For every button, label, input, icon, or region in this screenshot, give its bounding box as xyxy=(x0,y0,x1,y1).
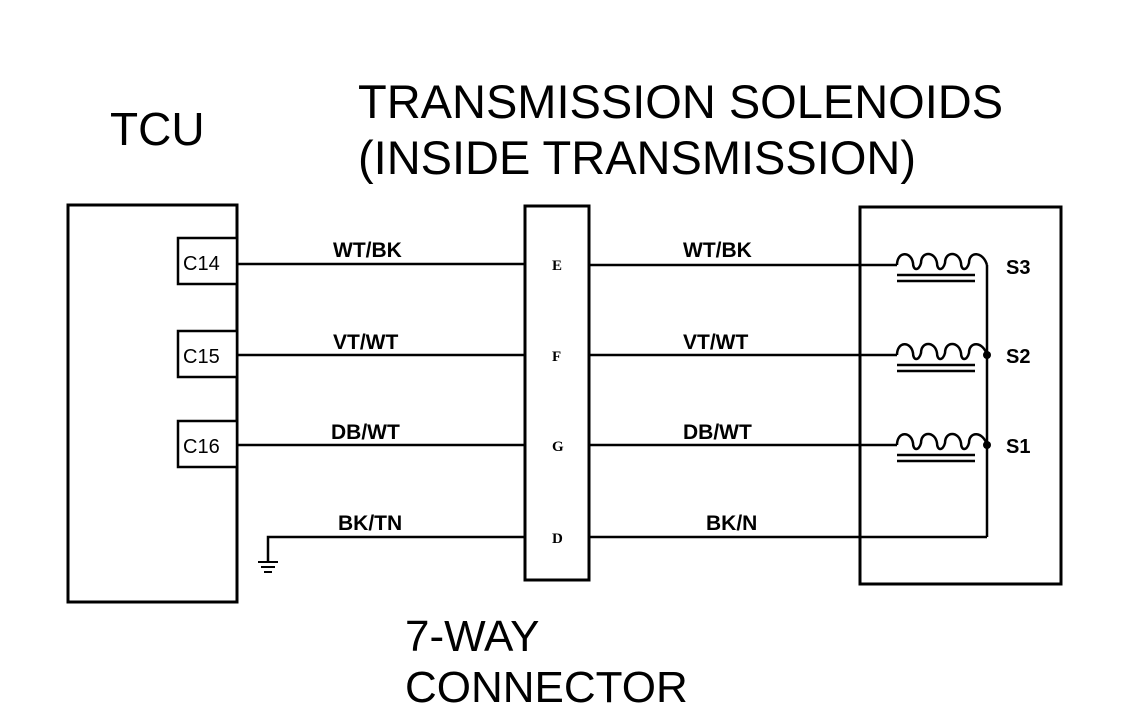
connector-pin-e: E xyxy=(552,258,562,274)
tcu-pin-c16: C16 xyxy=(176,419,239,469)
connector-box xyxy=(523,204,591,582)
wire-label-left-g: DB/WT xyxy=(331,421,400,444)
solenoid-label-s1: S1 xyxy=(1006,436,1030,458)
connector-title-line2: CONNECTOR xyxy=(405,663,688,712)
junction-dot-s2 xyxy=(983,351,991,359)
ground-icon xyxy=(258,561,278,573)
connector-title-line1: 7-WAY xyxy=(405,612,539,661)
solenoid-housing xyxy=(858,205,1063,586)
wire-left-d xyxy=(266,535,525,562)
tcu-box xyxy=(66,203,239,604)
wire-label-left-d: BK/TN xyxy=(338,512,402,535)
wire-label-right-d: BK/N xyxy=(706,512,757,535)
wire-label-left-f: VT/WT xyxy=(333,331,398,354)
wire-label-left-e: WT/BK xyxy=(333,239,402,262)
connector-pin-f: F xyxy=(552,349,561,365)
tcu-pin-label: C16 xyxy=(183,436,220,458)
wire-label-right-f: VT/WT xyxy=(683,331,748,354)
solenoid-label-s3: S3 xyxy=(1006,257,1030,279)
solenoid-s1-coil-icon xyxy=(895,432,989,463)
solenoid-s3-coil-icon xyxy=(895,252,989,283)
connector-pin-d: D xyxy=(552,531,563,547)
connector-pin-g: G xyxy=(552,439,564,455)
tcu-title: TCU xyxy=(110,103,205,155)
tcu-pin-label: C14 xyxy=(183,253,220,275)
solenoid-s2-coil-icon xyxy=(895,342,989,373)
solenoid-label-s2: S2 xyxy=(1006,346,1030,368)
wire-label-right-e: WT/BK xyxy=(683,239,752,262)
solenoids-title-line1: TRANSMISSION SOLENOIDS xyxy=(358,75,1003,128)
tcu-pin-label: C15 xyxy=(183,346,220,368)
solenoids-title-line2: (INSIDE TRANSMISSION) xyxy=(358,131,916,184)
wire-label-right-g: DB/WT xyxy=(683,421,752,444)
tcu-pin-c14: C14 xyxy=(176,236,239,286)
tcu-pin-c15: C15 xyxy=(176,329,239,379)
junction-dot-s1 xyxy=(983,441,991,449)
